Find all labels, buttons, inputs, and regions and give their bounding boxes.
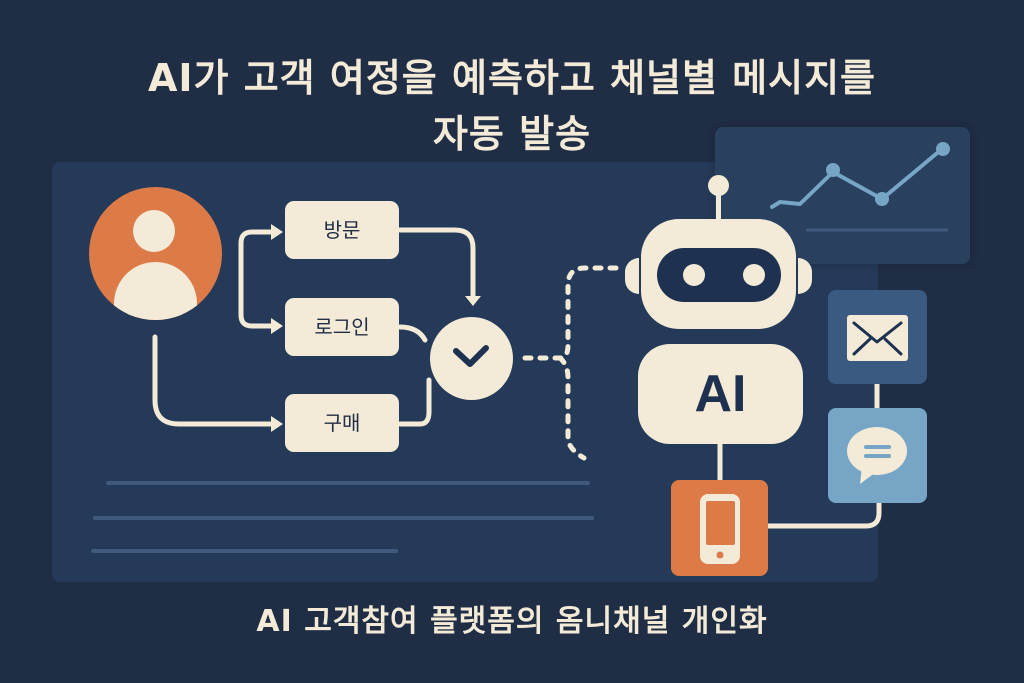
mobile-channel (671, 480, 768, 576)
step-purchase: 구매 (285, 394, 399, 452)
step-visit: 방문 (285, 201, 399, 259)
smartphone-icon (700, 494, 740, 564)
title-line-1: AI가 고객 여정을 예측하고 채널별 메시지를 (147, 56, 877, 100)
chat-bubble-icon (847, 427, 907, 484)
robot-visor (657, 248, 781, 302)
robot-eye-left (683, 264, 705, 286)
line-chart-icon (770, 142, 950, 232)
robot-antenna (716, 190, 721, 220)
robot-icon (641, 219, 796, 329)
merge-node (430, 317, 513, 400)
robot-eye-right (743, 264, 765, 286)
chat-channel (828, 408, 927, 503)
page-title: AI가 고객 여정을 예측하고 채널별 메시지를 자동 발송 (0, 50, 1024, 162)
caption: AI 고객참여 플랫폼의 옴니채널 개인화 (256, 604, 768, 639)
journey-arrows (152, 227, 476, 427)
robot-antenna-ball (708, 175, 729, 196)
dotted-connector (522, 265, 619, 461)
avatar-head (133, 210, 175, 252)
ai-label: AI (638, 344, 803, 444)
step-login: 로그인 (285, 298, 399, 356)
user-avatar-icon (89, 187, 222, 320)
placeholder-lines (91, 481, 594, 553)
title-line-2: 자동 발송 (432, 112, 592, 156)
email-channel (828, 290, 927, 384)
check-icon (453, 345, 489, 367)
arrow-heads (271, 224, 481, 432)
avatar-body (114, 262, 197, 320)
robot-ear-right (798, 258, 812, 294)
envelope-icon (847, 315, 908, 361)
channel-connectors (717, 384, 882, 529)
robot-ear-left (625, 258, 639, 294)
